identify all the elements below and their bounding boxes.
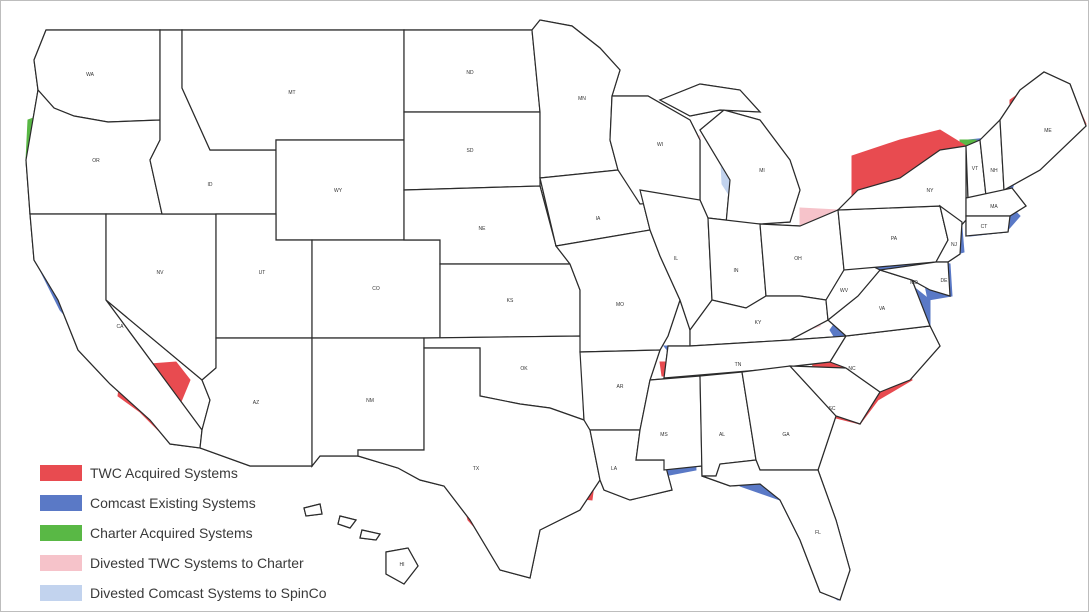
label-mo: MO xyxy=(616,302,624,308)
label-or: OR xyxy=(92,158,100,164)
label-ca: CA xyxy=(117,324,125,330)
legend-label-charter: Charter Acquired Systems xyxy=(90,525,253,541)
legend-item-charter: Charter Acquired Systems xyxy=(40,518,380,548)
label-md: MD xyxy=(910,280,918,286)
legend-swatch-divested-comcast xyxy=(40,585,82,601)
label-mi: MI xyxy=(759,168,765,174)
label-me: ME xyxy=(1044,128,1052,134)
label-in: IN xyxy=(734,268,739,274)
legend-swatch-comcast xyxy=(40,495,82,511)
label-az: AZ xyxy=(253,400,259,406)
label-nv: NV xyxy=(157,270,165,276)
label-ky: KY xyxy=(755,320,762,326)
label-ct: CT xyxy=(981,224,988,230)
state-labels: WA OR CA NV ID MT WY UT AZ CO NM ND SD N… xyxy=(86,70,1052,568)
legend-label-divested-comcast: Divested Comcast Systems to SpinCo xyxy=(90,585,327,601)
label-mn: MN xyxy=(578,96,586,102)
label-ga: GA xyxy=(782,432,790,438)
label-ma: MA xyxy=(990,204,998,210)
label-nd: ND xyxy=(466,70,474,76)
map-legend: TWC Acquired Systems Comcast Existing Sy… xyxy=(40,458,380,608)
label-ut: UT xyxy=(259,270,266,276)
label-ok: OK xyxy=(520,366,528,372)
label-wy: WY xyxy=(334,188,343,194)
label-mt: MT xyxy=(288,90,295,96)
legend-item-comcast: Comcast Existing Systems xyxy=(40,488,380,518)
label-sc: SC xyxy=(829,406,836,412)
label-nj: NJ xyxy=(951,242,958,248)
label-wi: WI xyxy=(657,142,663,148)
label-ne: NE xyxy=(479,226,487,232)
legend-label-comcast: Comcast Existing Systems xyxy=(90,495,256,511)
label-vt: VT xyxy=(972,166,978,172)
legend-swatch-charter xyxy=(40,525,82,541)
label-al: AL xyxy=(719,432,725,438)
legend-label-twc: TWC Acquired Systems xyxy=(90,465,238,481)
label-fl: FL xyxy=(815,530,821,536)
label-id: ID xyxy=(208,182,213,188)
label-ks: KS xyxy=(507,298,514,304)
legend-item-divested-twc: Divested TWC Systems to Charter xyxy=(40,548,380,578)
label-hi: HI xyxy=(400,562,405,568)
legend-item-twc: TWC Acquired Systems xyxy=(40,458,380,488)
label-wa: WA xyxy=(86,72,95,78)
label-sd: SD xyxy=(467,148,474,154)
label-ms: MS xyxy=(660,432,668,438)
label-pa: PA xyxy=(891,236,898,242)
label-de: DE xyxy=(941,278,949,284)
label-tn: TN xyxy=(735,362,742,368)
label-va: VA xyxy=(879,306,886,312)
label-co: CO xyxy=(372,286,380,292)
label-tx: TX xyxy=(473,466,480,472)
label-oh: OH xyxy=(794,256,802,262)
legend-label-divested-twc: Divested TWC Systems to Charter xyxy=(90,555,304,571)
label-nc: NC xyxy=(848,366,856,372)
label-ia: IA xyxy=(596,216,601,222)
label-ny: NY xyxy=(927,188,935,194)
label-nm: NM xyxy=(366,398,374,404)
label-wv: WV xyxy=(840,288,849,294)
label-ar: AR xyxy=(617,384,624,390)
label-il: IL xyxy=(674,256,678,262)
legend-item-divested-comcast: Divested Comcast Systems to SpinCo xyxy=(40,578,380,608)
label-la: LA xyxy=(611,466,618,472)
legend-swatch-twc xyxy=(40,465,82,481)
label-nh: NH xyxy=(990,168,998,174)
legend-swatch-divested-twc xyxy=(40,555,82,571)
